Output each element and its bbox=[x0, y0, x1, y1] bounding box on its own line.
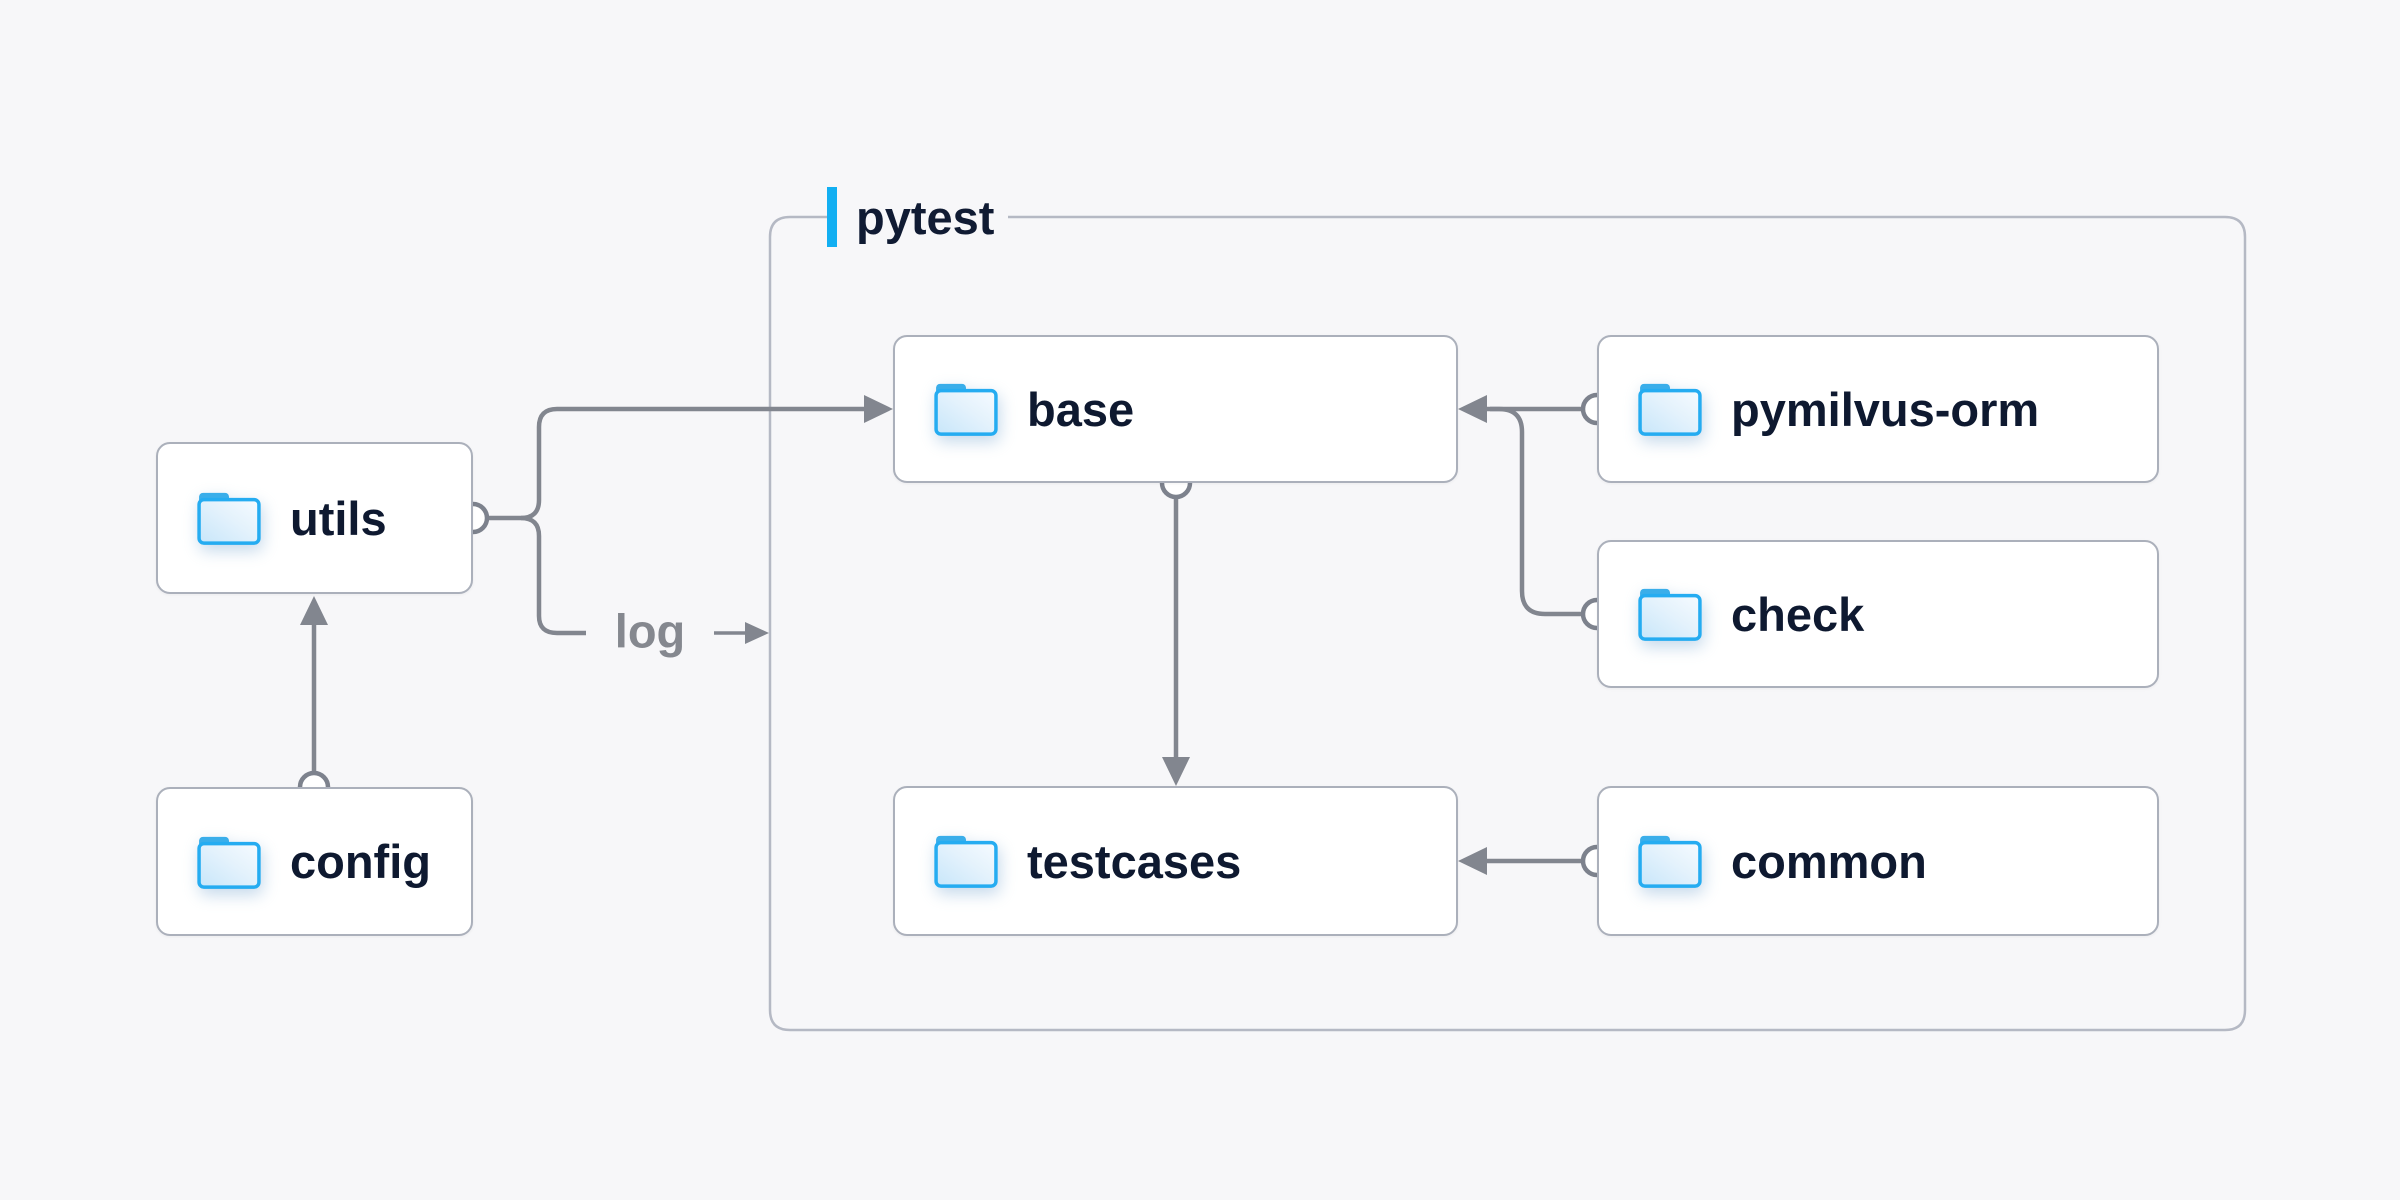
edge-utils-to-base bbox=[487, 406, 868, 521]
folder-icon bbox=[1638, 383, 1702, 436]
node-label: config bbox=[290, 835, 431, 888]
edge-utils-to-log-branch bbox=[520, 515, 586, 636]
edge-label-log: log bbox=[614, 604, 686, 658]
node-label: common bbox=[1731, 834, 1927, 888]
pytest-group-label: pytest bbox=[856, 190, 995, 244]
arrowhead-into-base-right bbox=[1458, 395, 1487, 423]
arrowhead-into-testcases-right bbox=[1458, 847, 1487, 875]
node-config: config bbox=[156, 787, 473, 936]
node-label: check bbox=[1731, 587, 1865, 641]
pytest-group-border bbox=[768, 215, 2247, 1032]
node-testcases: testcases bbox=[893, 786, 1458, 936]
folder-icon bbox=[197, 492, 261, 545]
node-pymilvus-orm: pymilvus-orm bbox=[1597, 335, 2159, 483]
node-label: testcases bbox=[1027, 834, 1242, 888]
arrowhead-into-testcases-top bbox=[1162, 757, 1190, 786]
arrowhead-into-utils-bottom bbox=[300, 596, 328, 625]
node-label: utils bbox=[290, 491, 387, 545]
folder-icon bbox=[197, 836, 261, 889]
folder-icon bbox=[934, 383, 998, 436]
node-base: base bbox=[893, 335, 1458, 483]
edge-check-to-base bbox=[1490, 406, 1583, 617]
pytest-accent-bar bbox=[827, 187, 837, 247]
node-label: base bbox=[1027, 382, 1135, 436]
folder-icon bbox=[1638, 835, 1702, 888]
folder-icon bbox=[934, 835, 998, 888]
node-check: check bbox=[1597, 540, 2159, 688]
node-common: common bbox=[1597, 786, 2159, 936]
arrowhead-log bbox=[745, 622, 769, 644]
node-utils: utils bbox=[156, 442, 473, 594]
arrowhead-into-base-left bbox=[864, 395, 893, 423]
node-label: pymilvus-orm bbox=[1731, 382, 2040, 436]
folder-icon bbox=[1638, 588, 1702, 641]
